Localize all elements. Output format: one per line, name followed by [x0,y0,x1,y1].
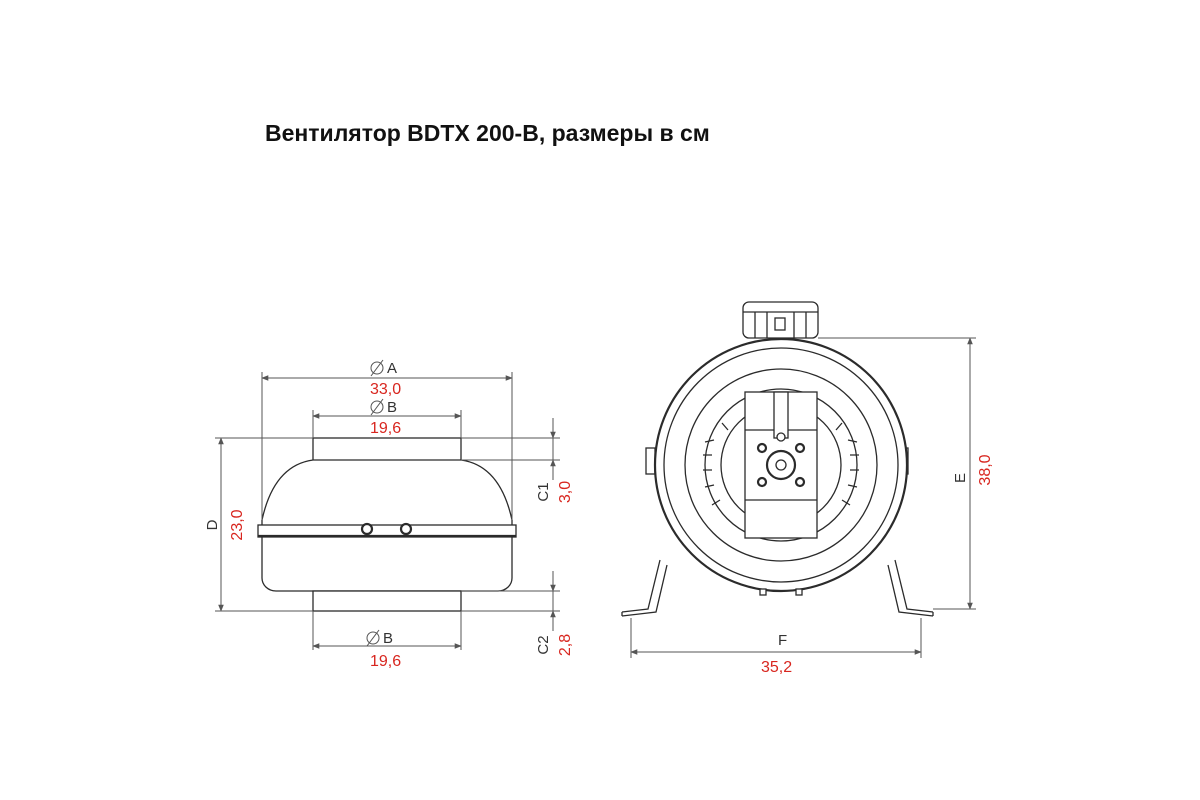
diameter-icon [370,359,384,377]
label-B-top: B 19,6 [370,398,401,437]
dim-value-C1: 3,0 [557,481,574,503]
page-title: Вентилятор BDTX 200-B, размеры в см [265,120,710,146]
dim-value-D: 23,0 [229,509,246,540]
bolt-icon [756,442,768,454]
dim-value-A: 33,0 [370,381,401,398]
terminal-box [742,301,819,339]
dim-label-D: D [204,519,221,530]
dim-label-E: E [952,473,969,483]
dim-label-B-bottom: B [383,630,393,647]
front-view: E 38,0 F 35,2 [621,301,994,676]
top-spigot [312,437,462,463]
dim-value-B-bottom: 19,6 [370,653,401,670]
dim-value-E: 38,0 [977,454,994,485]
bolt-icon [756,476,768,488]
dim-label-C2: C2 [535,635,552,654]
inner-ring [663,347,899,583]
label-A: A 33,0 [370,359,401,398]
upper-housing [261,459,513,529]
inlet-ring [684,368,878,562]
dim-value-C2: 2,8 [557,634,574,656]
dim-value-B-top: 19,6 [370,420,401,437]
diameter-icon [366,629,380,647]
bolt-icon [360,522,374,536]
dim-value-F: 35,2 [761,659,792,676]
dim-label-C1: C1 [535,482,552,501]
label-B-bottom: B 19,6 [366,629,401,670]
side-view: A 33,0 B 19,6 B 19,6 D 23,0 C1 3,0 C [204,359,574,670]
bottom-spigot [312,590,462,612]
diameter-icon [370,398,384,416]
dim-label-F: F [778,632,787,649]
lower-housing [261,536,513,592]
dim-label-A: A [387,360,397,377]
dim-label-B-top: B [387,399,397,416]
bolt-icon [399,522,413,536]
bolt-icon [794,476,806,488]
impeller [703,388,859,542]
bolt-icon [794,442,806,454]
